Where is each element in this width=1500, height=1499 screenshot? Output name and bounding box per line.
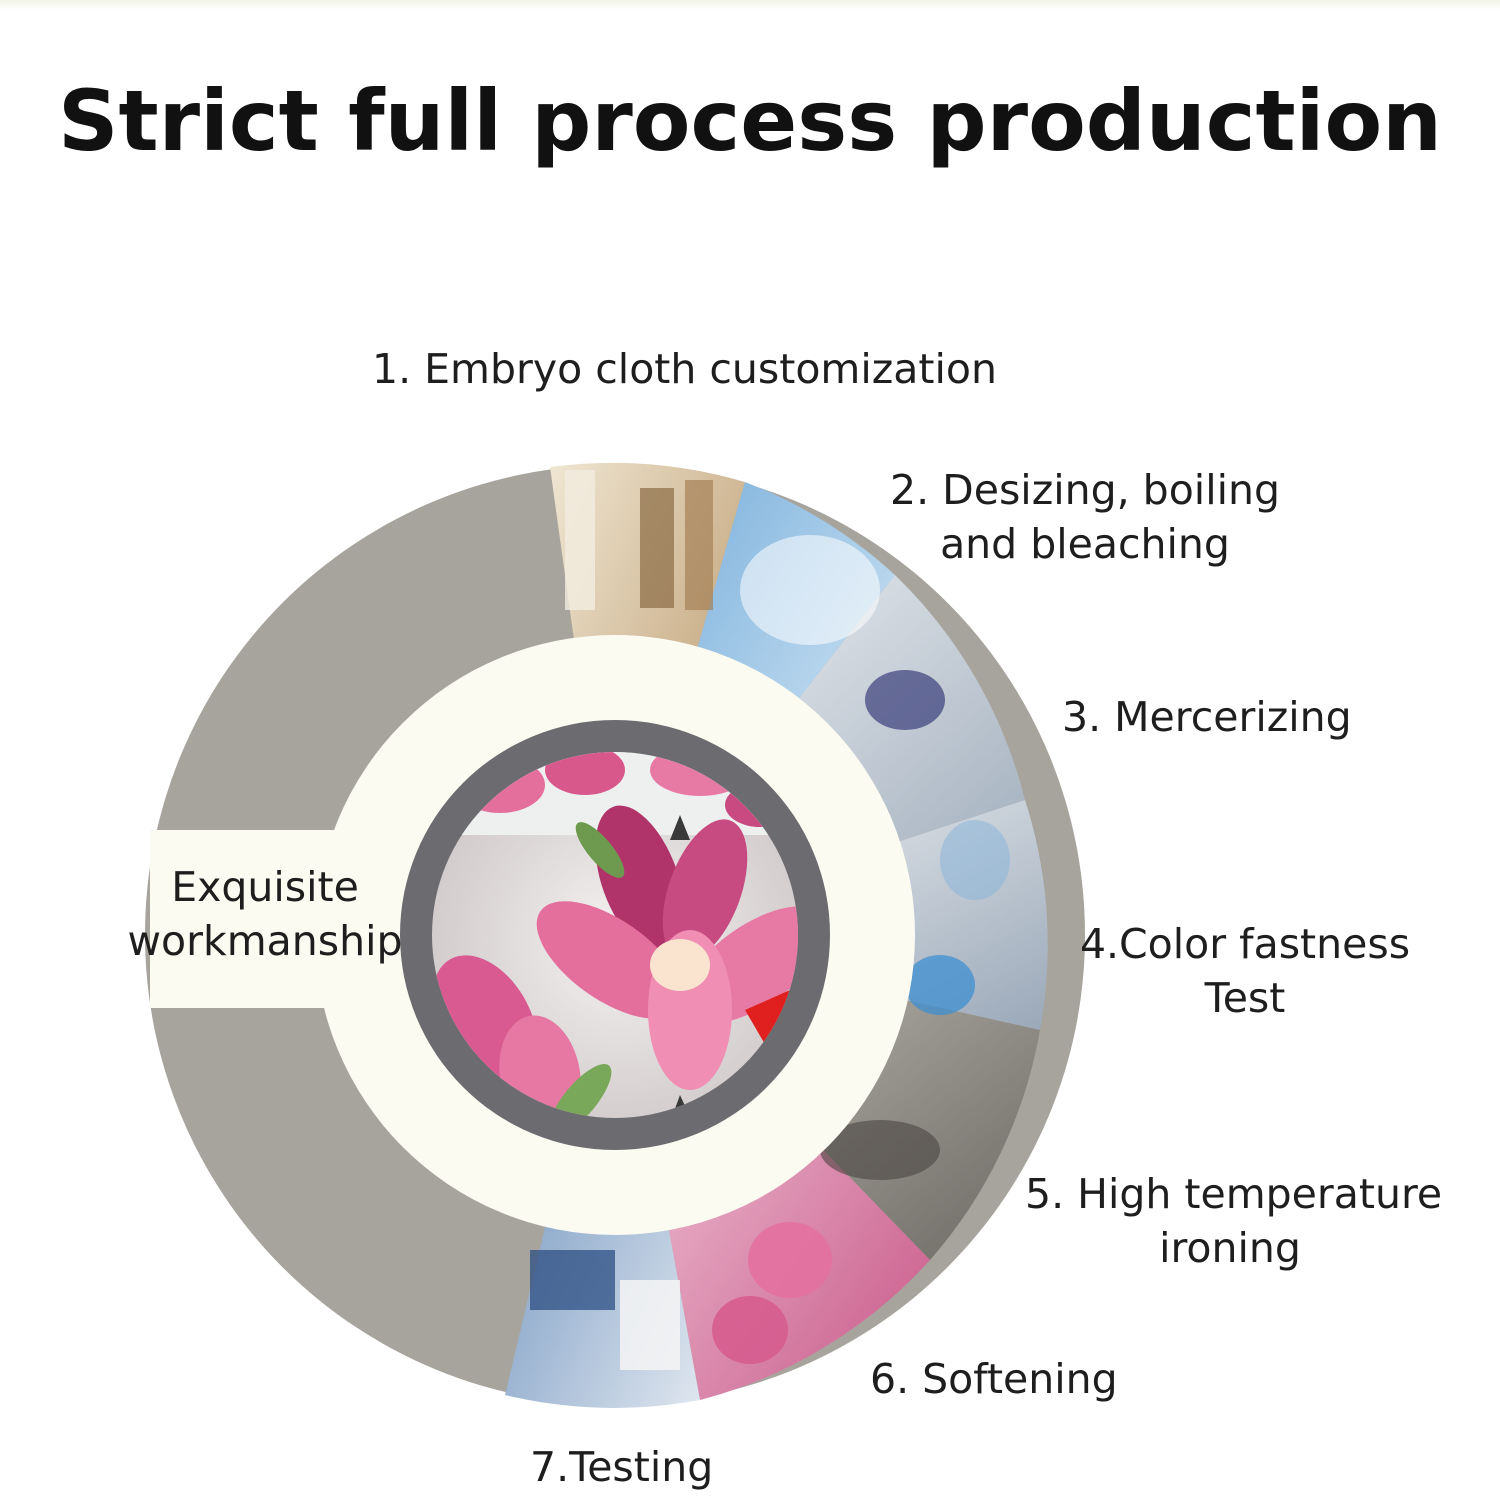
step-4-label: 4.Color fastness Test — [1070, 917, 1420, 1025]
step-1-label: 1. Embryo cloth customization — [372, 342, 997, 396]
step-7-label: 7.Testing — [530, 1440, 713, 1494]
step-3-line-1: 3. Mercerizing — [1062, 693, 1352, 741]
center-label-line-2: workmanship — [127, 917, 403, 965]
step-7-line-1: 7.Testing — [530, 1443, 714, 1491]
step-5-line-1: 5. High temperature — [1025, 1170, 1443, 1218]
top-strip — [0, 0, 1500, 10]
step-1-line-1: 1. Embryo cloth customization — [372, 345, 997, 393]
step-6-line-1: 6. Softening — [870, 1355, 1118, 1403]
step-2-line-1: 2. Desizing, boiling — [890, 466, 1280, 514]
step-3-label: 3. Mercerizing — [1062, 690, 1352, 744]
step-4-line-1: 4.Color fastness — [1079, 920, 1411, 968]
step-2-line-2: and bleaching — [940, 520, 1230, 568]
step-5-label: 5. High temperature ironing — [1025, 1167, 1443, 1275]
center-label-line-1: Exquisite — [171, 863, 359, 911]
step-4-line-2: Test — [1204, 974, 1286, 1022]
center-label: Exquisite workmanship — [120, 860, 410, 968]
center-label-tab — [150, 830, 350, 1008]
page-title: Strict full process production — [58, 72, 1442, 170]
step-5-line-2: ironing — [1159, 1224, 1301, 1272]
step-6-label: 6. Softening — [870, 1352, 1118, 1406]
step-2-label: 2. Desizing, boiling and bleaching — [880, 463, 1290, 571]
